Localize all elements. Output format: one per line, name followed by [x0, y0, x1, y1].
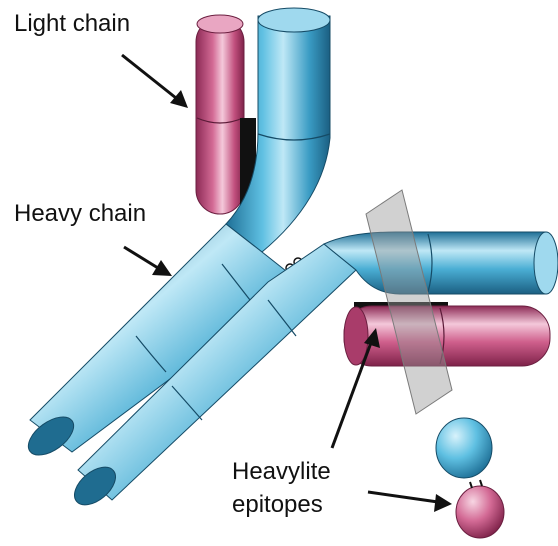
heavylite-epitopes-label-line1: Heavylite	[232, 458, 331, 486]
epitope-balls	[436, 418, 504, 538]
light-chain-arrow	[122, 55, 188, 108]
light-chain-label: Light chain	[14, 10, 130, 38]
epitope-balls-arrow	[368, 492, 452, 512]
heavy-chain-right-arm	[324, 232, 558, 294]
heavy-chain-arrow	[124, 247, 172, 276]
light-chain-left	[196, 15, 244, 214]
heavy-chain-label: Heavy chain	[14, 200, 146, 228]
heavylite-epitopes-label-line2: epitopes	[232, 491, 323, 519]
